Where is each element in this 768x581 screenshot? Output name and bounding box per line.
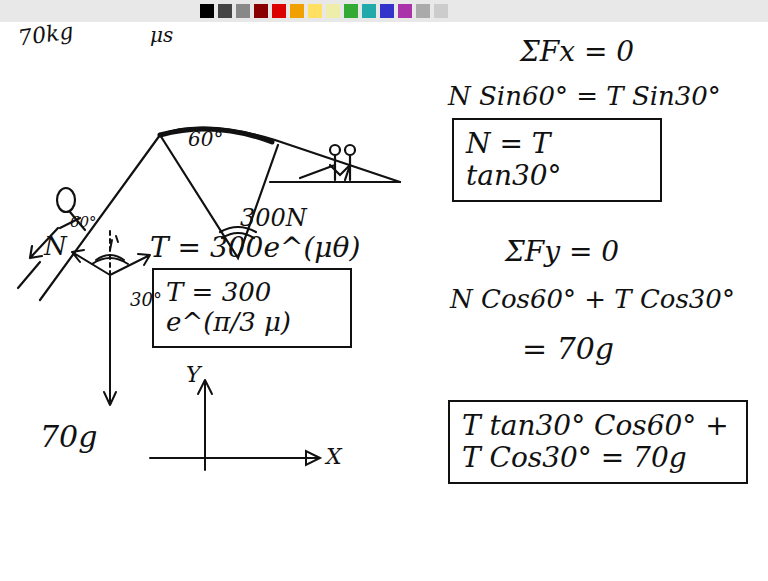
handwritten-label: N xyxy=(44,232,67,262)
handwritten-label: 70g xyxy=(40,420,97,455)
handwritten-label: Y xyxy=(186,362,201,387)
free-body-diagram xyxy=(72,230,150,405)
boxed-equation: N = T tan30° xyxy=(452,118,662,202)
boxed-equation: T = 300 e^(π/3 μ) xyxy=(152,268,352,348)
handwritten-label: T = 300e^(μθ) xyxy=(150,232,360,264)
equation-text: N = T tan30° xyxy=(466,128,648,192)
handwritten-label: ΣFx = 0 xyxy=(520,36,634,68)
handwritten-label: 30° xyxy=(130,290,162,311)
toolbar xyxy=(0,0,768,22)
handwritten-label: μs xyxy=(150,24,173,47)
equation-text: T tan30° Cos60° + T Cos30° = 70g xyxy=(462,410,734,474)
handwritten-label: N Sin60° = T Sin30° xyxy=(448,82,721,112)
handwritten-label: = 70g xyxy=(522,332,614,367)
equation-text: T = 300 e^(π/3 μ) xyxy=(166,278,338,338)
handwritten-label: N Cos60° + T Cos30° xyxy=(450,285,735,315)
handwritten-label: 60° xyxy=(70,214,97,231)
handwritten-label: X xyxy=(326,444,342,469)
mountain-sketch xyxy=(18,128,400,300)
handwritten-label: ΣFy = 0 xyxy=(505,236,619,268)
color-swatches xyxy=(200,4,448,18)
boxed-equation: T tan30° Cos60° + T Cos30° = 70g xyxy=(448,400,748,484)
handwritten-label: 60° xyxy=(188,128,223,151)
handwritten-label: 70kg xyxy=(17,18,75,51)
axes xyxy=(150,380,320,470)
handwritten-label: 300N xyxy=(240,205,307,233)
